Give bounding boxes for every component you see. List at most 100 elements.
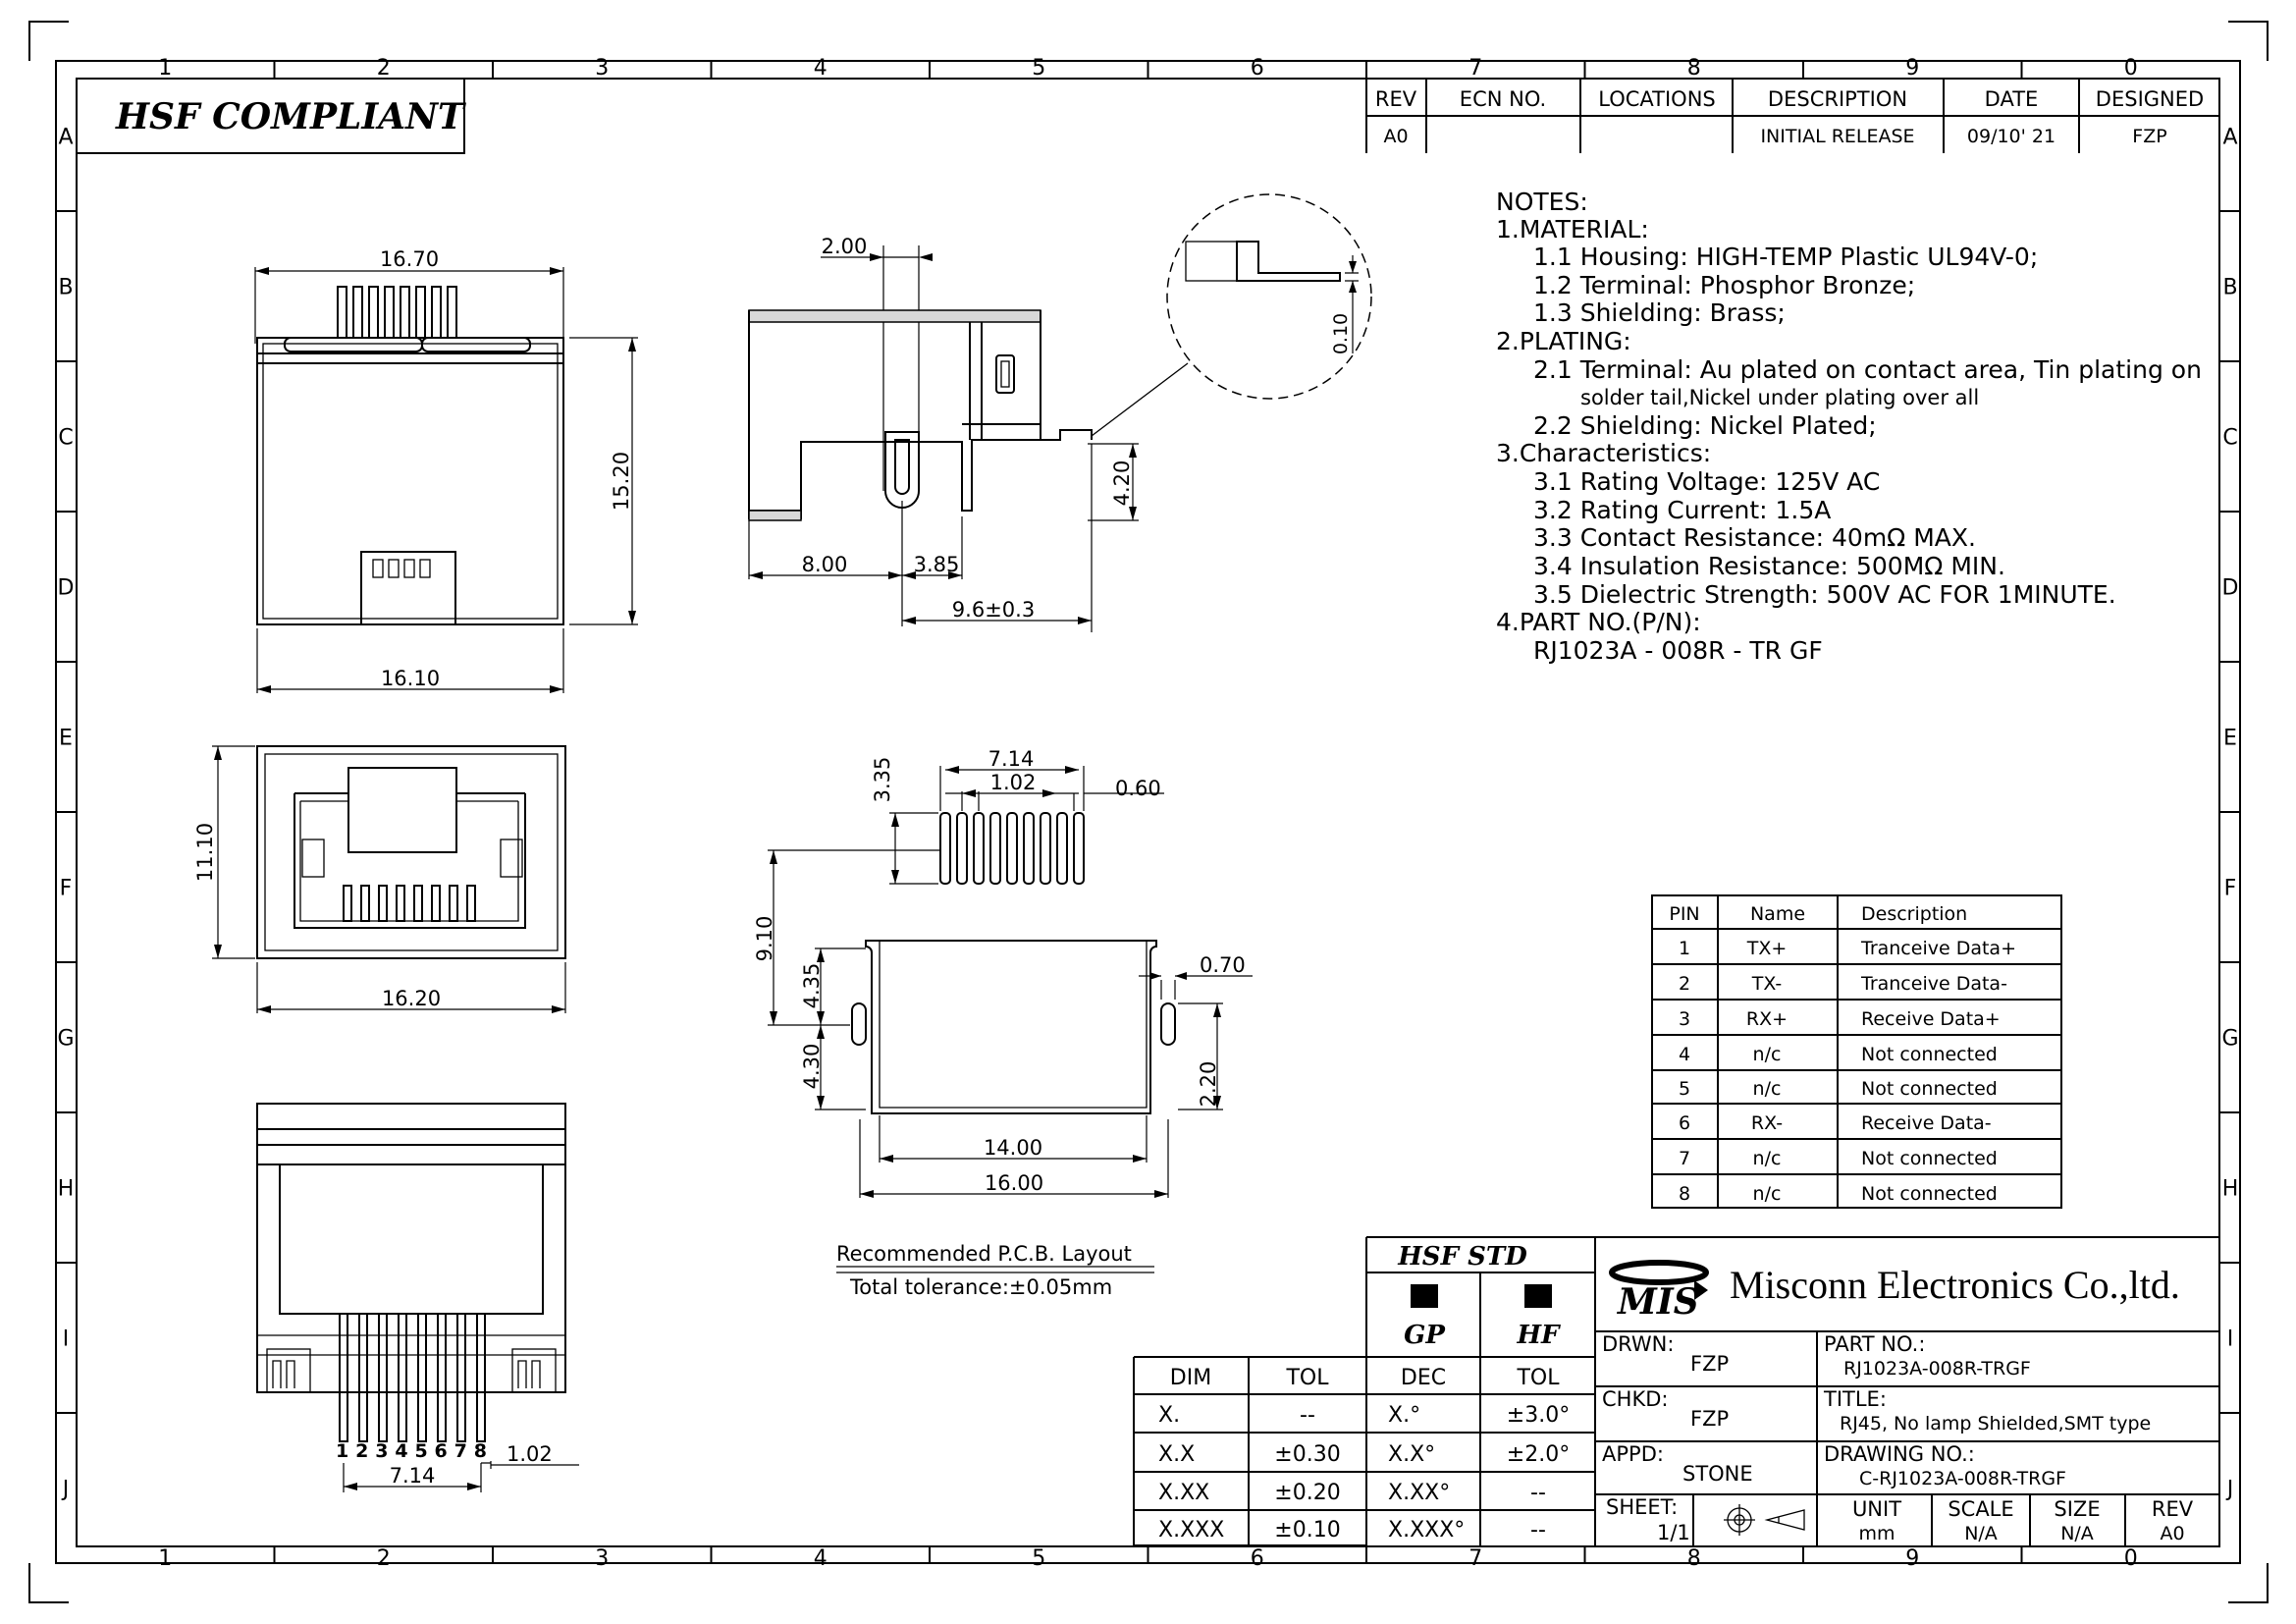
dim-bottom-width: 16.10 [381,667,440,690]
notes-material-shielding: 1.3 Shielding: Brass; [1533,298,1786,327]
notes-characteristics: 3.Characteristics: [1496,439,1711,467]
tol-cell-tol: -- [1300,1403,1315,1428]
tol-cell-dim: X.XX [1158,1481,1209,1505]
dim-top-width: 16.70 [380,247,439,271]
zone-ticks [56,61,2240,1563]
title-block: MIS Misconn Electronics Co.,ltd. DRWN: F… [1594,1236,2219,1545]
zone-row-right: C [2222,426,2237,451]
dim-front-width: 16.20 [382,987,441,1010]
zone-row-left: A [58,126,73,150]
zone-row-left: B [58,276,73,300]
zone-col-top: 2 [377,56,391,81]
pin-cell-name: n/c [1753,1078,1782,1100]
rev-header-locations: LOCATIONS [1598,87,1715,111]
dim-rear-pitch: 1.02 [507,1442,553,1466]
rev-header-description: DESCRIPTION [1768,87,1907,111]
unit-label: UNIT [1852,1497,1901,1521]
pin-cell-name: RX+ [1746,1008,1788,1030]
zone-col-top: 7 [1468,56,1482,81]
notes-plating-terminal: 2.1 Terminal: Au plated on contact area,… [1533,355,2202,384]
title-label: TITLE: [1823,1387,1887,1411]
notes-title: NOTES: [1496,188,1588,216]
rev-value: A0 [2160,1523,2184,1544]
pin-cell-name: TX- [1751,973,1783,995]
pin-cell-description: Receive Data+ [1861,1008,2001,1030]
pin-cell-number: 6 [1679,1112,1690,1134]
notes-insulation-resistance: 3.4 Insulation Resistance: 500MΩ MIN. [1533,552,2005,580]
zone-row-left: F [60,877,73,901]
dim-detail-thickness: 0.10 [1330,313,1352,354]
rev-cell-rev: A0 [1383,126,1408,147]
zone-row-right: F [2224,877,2237,901]
dim-side-pin-offset: 2.00 [822,235,868,258]
pin-cell-number: 5 [1679,1078,1690,1100]
zone-row-left: E [59,727,73,751]
pin-cell-number: 8 [1679,1183,1690,1205]
hsf-cell-dec: X.XXX° [1388,1518,1465,1543]
gp-marker [1411,1284,1438,1308]
title-value: RJ45, No lamp Shielded,SMT type [1840,1413,2151,1435]
dim-rear-span: 7.14 [390,1464,436,1488]
zone-row-left: H [58,1177,75,1202]
side-view: 2.00 8.00 3.85 9.6±0.3 4.20 [748,235,1189,632]
dim-pcb-span: 7.14 [988,747,1035,771]
zone-col-top: 5 [1032,56,1045,81]
rev-cell-date: 09/10' 21 [1967,126,2056,147]
zone-col-bottom: 0 [2124,1546,2138,1571]
notes-plating-terminal-cont: solder tail,Nickel under plating over al… [1580,386,1979,409]
pin-cell-number: 1 [1679,938,1690,959]
notes-material: 1.MATERIAL: [1496,215,1649,244]
tol-cell-tol: ±0.30 [1274,1442,1340,1467]
zone-col-bottom: 2 [377,1546,391,1571]
dim-height: 15.20 [610,452,633,511]
hsf-header-dec: DEC [1401,1366,1446,1390]
size-value: N/A [2060,1523,2094,1544]
tol-cell-tol: ±0.20 [1274,1481,1340,1505]
mis-logo-text: MIS [1616,1281,1699,1323]
zone-col-bottom: 7 [1468,1546,1482,1571]
zone-col-bottom: 9 [1905,1546,1919,1571]
rear-pin-numbers: 1 2 3 4 5 6 7 8 [336,1440,487,1462]
pin-header-description: Description [1861,903,1967,925]
zone-col-top: 6 [1251,56,1264,81]
chkd-label: CHKD: [1602,1387,1668,1411]
zone-col-bottom: 8 [1687,1546,1701,1571]
dim-pcb-14: 14.00 [984,1136,1042,1160]
notes-dielectric-strength: 3.5 Dielectric Strength: 500V AC FOR 1MI… [1533,580,2116,609]
pin-cell-name: TX+ [1746,938,1788,959]
dim-side-depth: 8.00 [802,553,848,576]
detail-view: 0.10 [1166,193,1372,400]
zone-row-right: I [2227,1327,2234,1352]
tol-cell-tol: ±0.10 [1274,1518,1340,1543]
projection-symbol-icon [1724,1504,1805,1536]
rev-header-designed: DESIGNED [2096,87,2204,111]
pin-header-name: Name [1750,903,1805,925]
zone-col-top: 8 [1687,56,1701,81]
rev-label: REV [2152,1497,2194,1521]
zone-col-bottom: 5 [1032,1546,1045,1571]
appd-label: APPD: [1602,1442,1664,1466]
hsf-compliant-label: HSF COMPLIANT [115,96,466,137]
drwn-label: DRWN: [1602,1332,1674,1356]
zone-row-right: J [2225,1478,2234,1502]
tol-cell-dim: X.XXX [1158,1518,1224,1543]
dim-side-3-85: 3.85 [914,553,960,576]
tol-header-tol: TOL [1285,1366,1329,1390]
hsf-cell-tol: -- [1530,1518,1546,1543]
rev-header-date: DATE [1985,87,2039,111]
pin-cell-description: Not connected [1861,1044,1998,1065]
pcb-caption: Recommended P.C.B. Layout Total toleranc… [836,1242,1154,1299]
zone-row-left: C [58,426,73,451]
top-view: 16.70 16.10 15.20 [254,247,638,693]
pcb-layout: 7.14 1.02 0.60 3.35 9.10 4.35 4.30 0.70 … [753,747,1253,1198]
zone-col-top: 0 [2124,56,2138,81]
notes-contact-resistance: 3.3 Contact Resistance: 40mΩ MAX. [1533,523,1976,552]
hsf-std-title: HSF STD [1397,1242,1527,1272]
dim-pcb-4-35: 4.35 [800,963,824,1009]
pin-cell-number: 2 [1679,973,1690,995]
hsf-cell-tol: -- [1530,1481,1546,1505]
part-no-label: PART NO.: [1824,1332,1925,1356]
pin-cell-description: Tranceive Data- [1860,973,2007,995]
pin-cell-description: Receive Data- [1861,1112,1992,1134]
